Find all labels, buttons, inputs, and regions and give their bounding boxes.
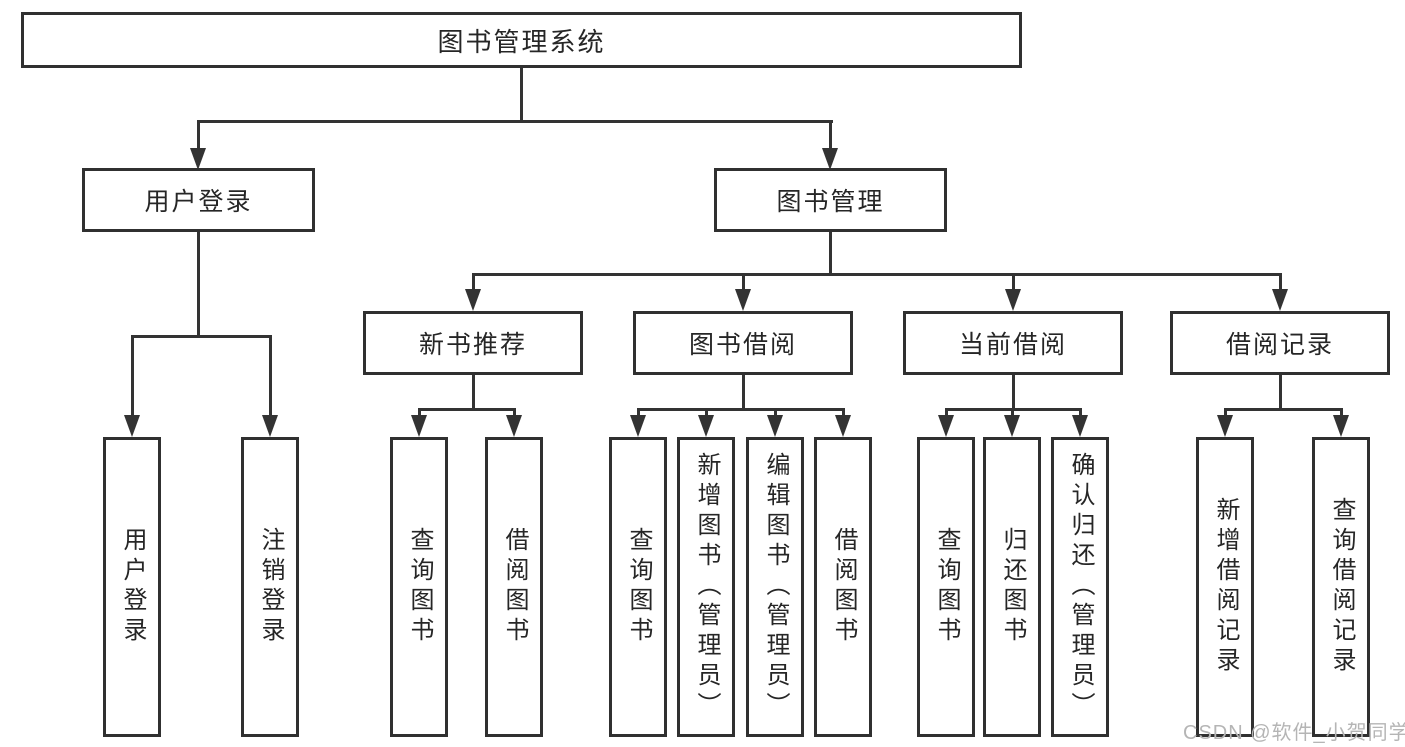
leaf-borrow-books-newbooks: 借阅图书 — [485, 437, 543, 737]
connector-line — [1012, 273, 1015, 289]
leaf-return-books-label: 归还图书 — [999, 527, 1026, 647]
connector-line — [418, 408, 516, 411]
node-root: 图书管理系统 — [21, 12, 1022, 68]
connector-line — [197, 232, 200, 335]
connector-line — [945, 408, 948, 416]
connector-line — [472, 273, 475, 289]
leaf-confirm-return-admin-label: 确认归还（管理员） — [1067, 452, 1094, 722]
connector-line — [637, 408, 640, 416]
connector-line — [742, 273, 745, 289]
arrowhead-down-icon — [1272, 289, 1288, 311]
connector-line — [1012, 375, 1015, 411]
node-book-borrowing: 图书借阅 — [633, 311, 853, 375]
connector-line — [1279, 375, 1282, 411]
connector-line — [269, 335, 272, 415]
arrowhead-down-icon — [411, 415, 427, 437]
arrowhead-down-icon — [1217, 415, 1233, 437]
arrowhead-down-icon — [767, 415, 783, 437]
arrowhead-down-icon — [938, 415, 954, 437]
connector-line — [705, 408, 708, 416]
leaf-query-books-current: 查询图书 — [917, 437, 975, 737]
connector-line — [472, 375, 475, 411]
connector-line — [472, 273, 1282, 276]
node-current-borrowing-label: 当前借阅 — [958, 331, 1067, 359]
leaf-query-books-current-label: 查询图书 — [933, 527, 960, 647]
arrowhead-down-icon — [1004, 415, 1020, 437]
leaf-confirm-return-admin: 确认归还（管理员） — [1051, 437, 1109, 737]
connector-line — [1340, 408, 1343, 416]
connector-line — [1224, 408, 1343, 411]
node-book-management: 图书管理 — [714, 168, 947, 232]
leaf-logout-label: 注销登录 — [257, 527, 284, 647]
arrowhead-down-icon — [735, 289, 751, 311]
arrowhead-down-icon — [698, 415, 714, 437]
leaf-query-books-newbooks-label: 查询图书 — [406, 527, 433, 647]
leaf-borrow-books-borrowing: 借阅图书 — [814, 437, 872, 737]
arrowhead-down-icon — [822, 148, 838, 170]
connector-line — [418, 408, 421, 416]
node-borrowing-records-label: 借阅记录 — [1225, 331, 1334, 359]
connector-line — [513, 408, 516, 416]
leaf-borrow-books-newbooks-label: 借阅图书 — [501, 527, 528, 647]
leaf-logout: 注销登录 — [241, 437, 299, 737]
node-user-login-label: 用户登录 — [144, 188, 253, 216]
connector-line — [1079, 408, 1082, 416]
leaf-add-borrow-record-label: 新增借阅记录 — [1212, 497, 1239, 677]
leaf-user-login: 用户登录 — [103, 437, 161, 737]
node-root-label: 图书管理系统 — [437, 26, 606, 57]
connector-line — [1011, 408, 1014, 416]
leaf-edit-books-admin: 编辑图书（管理员） — [746, 437, 804, 737]
connector-line — [1224, 408, 1227, 416]
node-book-borrowing-label: 图书借阅 — [688, 331, 797, 359]
connector-line — [197, 120, 833, 123]
leaf-add-books-admin-label: 新增图书（管理员） — [693, 452, 720, 722]
arrowhead-down-icon — [190, 148, 206, 170]
arrowhead-down-icon — [1072, 415, 1088, 437]
leaf-query-borrow-record: 查询借阅记录 — [1312, 437, 1370, 737]
arrowhead-down-icon — [835, 415, 851, 437]
arrowhead-down-icon — [262, 415, 278, 437]
arrowhead-down-icon — [124, 415, 140, 437]
node-new-book-recommend: 新书推荐 — [363, 311, 583, 375]
arrowhead-down-icon — [465, 289, 481, 311]
node-user-login: 用户登录 — [82, 168, 315, 232]
leaf-return-books: 归还图书 — [983, 437, 1041, 737]
leaf-borrow-books-borrowing-label: 借阅图书 — [830, 527, 857, 647]
connector-line — [829, 232, 832, 276]
connector-line — [829, 120, 832, 148]
node-borrowing-records: 借阅记录 — [1170, 311, 1390, 375]
connector-line — [197, 120, 200, 148]
connector-line — [1279, 273, 1282, 289]
leaf-query-books-newbooks: 查询图书 — [390, 437, 448, 737]
node-current-borrowing: 当前借阅 — [903, 311, 1123, 375]
node-book-management-label: 图书管理 — [776, 188, 885, 216]
arrowhead-down-icon — [630, 415, 646, 437]
csdn-watermark: CSDN @软件_小贺同学 — [1183, 722, 1405, 744]
leaf-query-borrow-record-label: 查询借阅记录 — [1328, 497, 1355, 677]
connector-line — [520, 68, 523, 120]
arrowhead-down-icon — [1333, 415, 1349, 437]
connector-line — [131, 335, 272, 338]
arrowhead-down-icon — [506, 415, 522, 437]
connector-line — [842, 408, 845, 416]
leaf-add-books-admin: 新增图书（管理员） — [677, 437, 735, 737]
connector-line — [774, 408, 777, 416]
connector-line — [637, 408, 845, 411]
connector-line — [131, 335, 134, 415]
leaf-query-books-borrowing: 查询图书 — [609, 437, 667, 737]
arrowhead-down-icon — [1005, 289, 1021, 311]
leaf-user-login-label: 用户登录 — [119, 527, 146, 647]
leaf-edit-books-admin-label: 编辑图书（管理员） — [762, 452, 789, 722]
connector-line — [742, 375, 745, 411]
node-new-book-recommend-label: 新书推荐 — [418, 331, 527, 359]
leaf-query-books-borrowing-label: 查询图书 — [625, 527, 652, 647]
leaf-add-borrow-record: 新增借阅记录 — [1196, 437, 1254, 737]
